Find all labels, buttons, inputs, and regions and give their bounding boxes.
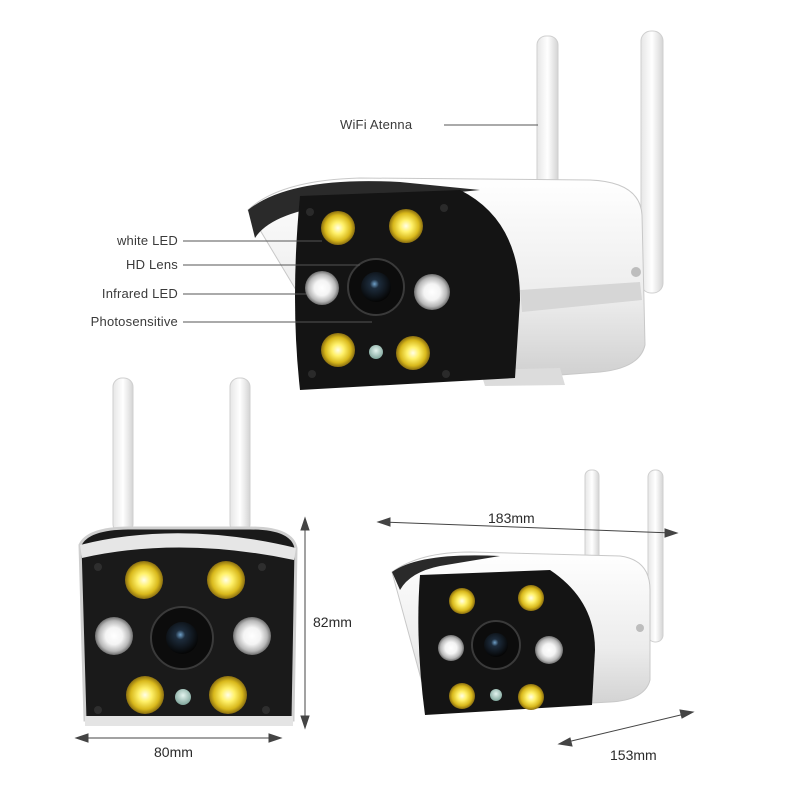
arrowhead: [268, 733, 283, 743]
antenna-left: [112, 377, 134, 534]
callout-hd-lens: HD Lens: [126, 257, 178, 272]
white-led: [209, 676, 247, 714]
antenna-rear: [536, 35, 559, 197]
callout-photosensitive: Photosensitive: [90, 314, 178, 329]
dimension-height-label: 82mm: [313, 614, 352, 630]
screw: [442, 370, 450, 378]
hd-lens: [166, 622, 198, 654]
infrared-led: [414, 274, 450, 310]
infrared-led: [305, 271, 339, 305]
dim-line-depth: [562, 712, 690, 744]
sun-visor: [392, 555, 500, 590]
infrared-led: [233, 617, 271, 655]
callout-white-led: white LED: [116, 233, 178, 248]
arrowhead: [664, 528, 679, 538]
arrowhead: [300, 715, 310, 730]
infrared-led: [535, 636, 563, 664]
screw: [440, 204, 448, 212]
screw: [636, 624, 644, 632]
screw: [306, 208, 314, 216]
white-led: [449, 683, 475, 709]
white-led: [321, 211, 355, 245]
dimension-width-label: 80mm: [154, 744, 193, 760]
photosensor: [175, 689, 191, 705]
white-led: [389, 209, 423, 243]
arrowhead: [557, 737, 573, 747]
white-led: [207, 561, 245, 599]
white-led: [125, 561, 163, 599]
photosensor: [369, 345, 383, 359]
arrowhead: [679, 709, 695, 719]
white-led: [396, 336, 430, 370]
antenna-right: [229, 377, 251, 534]
dimension-lines: [74, 516, 695, 747]
hd-lens: [361, 272, 391, 302]
screw: [262, 706, 270, 714]
camera-top: [247, 30, 664, 390]
housing-bottom: [85, 716, 293, 726]
arrowhead: [300, 516, 310, 531]
screw: [94, 706, 102, 714]
dimension-length-label: 183mm: [488, 510, 535, 526]
white-led: [518, 684, 544, 710]
antenna-front: [640, 30, 664, 294]
arrowhead: [376, 517, 391, 527]
housing-top: [80, 533, 296, 560]
callout-lines: [183, 124, 538, 323]
screw: [631, 267, 641, 277]
callout-wifi-antenna: WiFi Atenna: [340, 117, 413, 132]
white-led: [321, 333, 355, 367]
dim-line-length: [381, 521, 674, 534]
white-led: [518, 585, 544, 611]
camera-front: [78, 377, 298, 726]
dimension-depth-label: 153mm: [610, 747, 657, 763]
infrared-led: [95, 617, 133, 655]
screw: [258, 563, 266, 571]
white-led: [449, 588, 475, 614]
screw: [94, 563, 102, 571]
antenna-front: [647, 469, 664, 643]
hd-lens: [484, 633, 508, 657]
camera-side: [391, 469, 664, 715]
callout-infrared-led: Infrared LED: [101, 286, 178, 301]
arrowhead: [74, 733, 89, 743]
white-led: [126, 676, 164, 714]
screw: [308, 370, 316, 378]
photosensor: [490, 689, 502, 701]
infrared-led: [438, 635, 464, 661]
housing-seam: [520, 282, 642, 312]
